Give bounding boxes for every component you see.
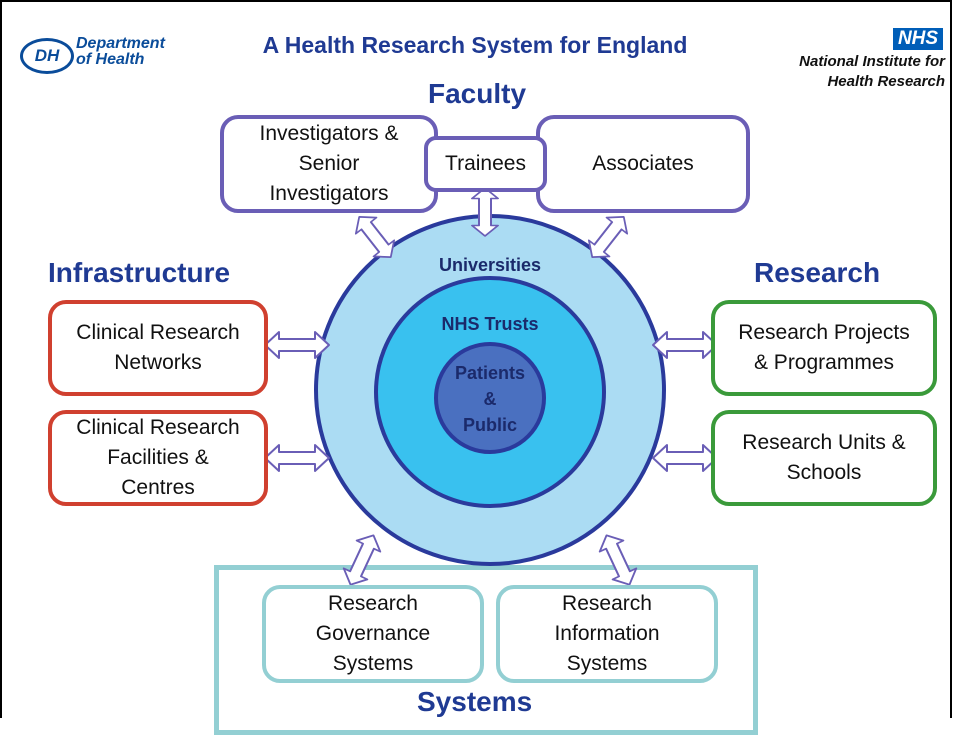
clinical-research-facilities-box: Clinical Research Facilities & Centres xyxy=(48,410,268,506)
patients-public-label: Patients & Public xyxy=(454,363,526,435)
slide-frame xyxy=(0,0,952,718)
research-heading: Research xyxy=(754,257,881,288)
arrow-trainees xyxy=(471,187,499,237)
research-governance-box: Research Governance Systems xyxy=(262,585,484,683)
investigators-box: Investigators & Senior Investigators xyxy=(220,115,438,213)
systems-heading: Systems xyxy=(417,686,533,717)
universities-label: Universities xyxy=(438,255,542,275)
faculty-heading: Faculty xyxy=(428,78,527,109)
department-of-health-text: Department of Health xyxy=(76,35,165,68)
department-of-health-logo: DH xyxy=(20,38,74,74)
nhs-trusts-label: NHS Trusts xyxy=(441,314,539,334)
associates-box: Associates xyxy=(536,115,750,213)
research-projects-box: Research Projects & Programmes xyxy=(711,300,937,396)
research-units-box: Research Units & Schools xyxy=(711,410,937,506)
nhs-logo: NHS xyxy=(893,28,943,50)
infrastructure-heading: Infrastructure xyxy=(48,257,231,288)
arrow-projects xyxy=(652,331,718,359)
arrow-networks xyxy=(264,331,330,359)
clinical-research-networks-box: Clinical Research Networks xyxy=(48,300,268,396)
arrow-information xyxy=(593,528,643,592)
slide-title: A Health Research System for England xyxy=(262,32,688,58)
arrow-units xyxy=(652,444,718,472)
patients-public-circle xyxy=(434,342,546,454)
nihr-text: National Institute for Health Research xyxy=(799,53,945,90)
trainees-box: Trainees xyxy=(424,136,547,192)
arrow-facilities xyxy=(264,444,330,472)
diagram-graphics xyxy=(264,187,718,592)
arrow-governance xyxy=(337,528,387,592)
research-information-box: Research Information Systems xyxy=(496,585,718,683)
